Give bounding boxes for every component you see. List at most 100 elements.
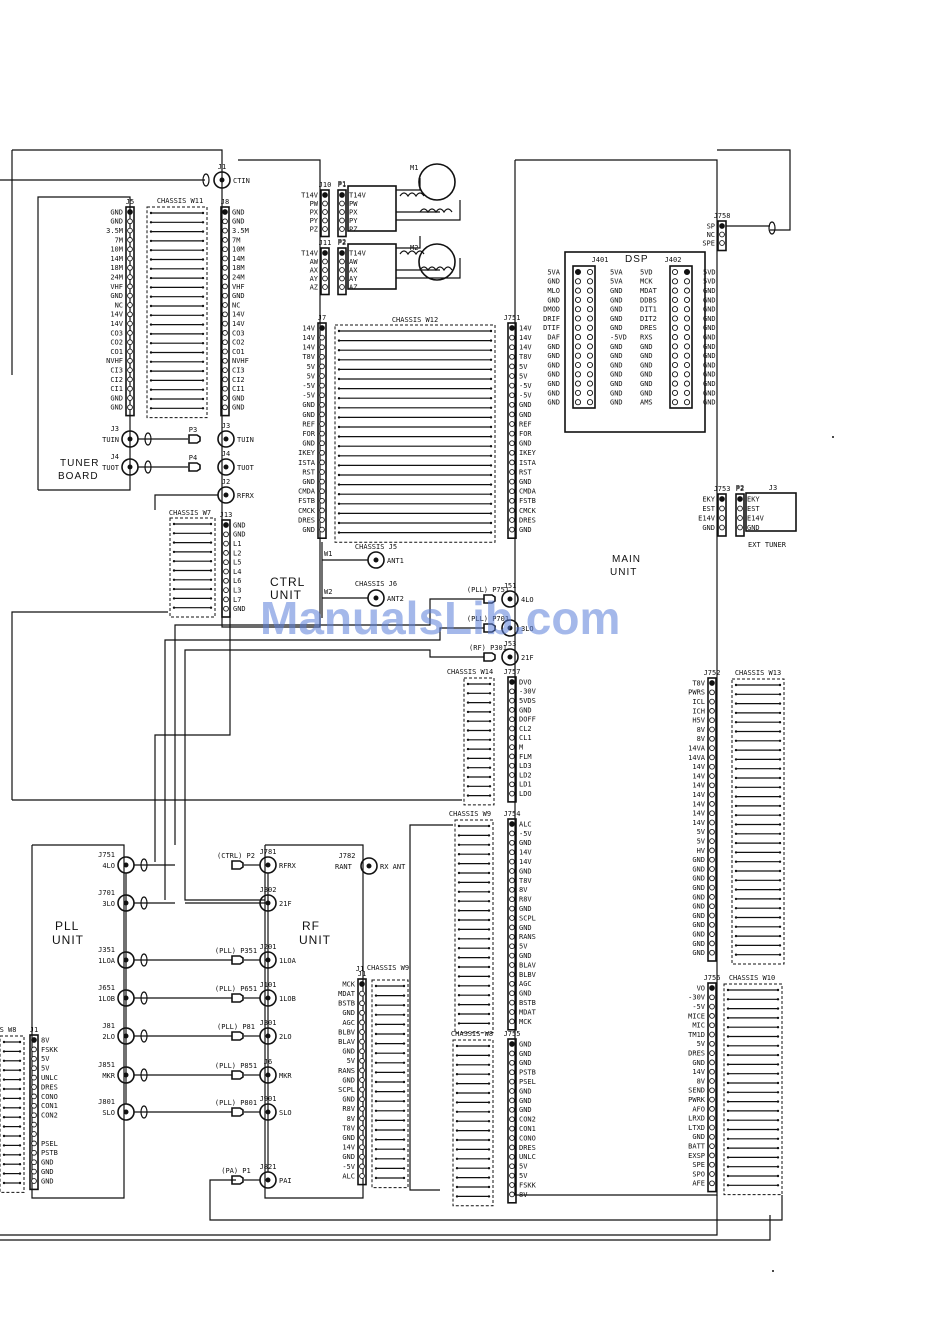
dsp-label: DSP — [625, 254, 649, 265]
pin-label: AY — [310, 275, 319, 283]
wire-end — [489, 368, 493, 371]
jack-signal: 2LO — [102, 1033, 115, 1041]
connector-pin — [222, 395, 228, 401]
wire-end — [18, 1078, 22, 1081]
wire-end — [402, 1042, 406, 1045]
pin-label: GND — [519, 401, 532, 409]
jack-signal: 3LO — [102, 900, 115, 908]
wire-end — [2, 1172, 6, 1175]
connector-housing — [507, 322, 517, 539]
connector-pin — [709, 708, 715, 714]
connector-pin — [671, 324, 679, 331]
pin-label: GND — [703, 371, 716, 379]
connector-pin — [574, 399, 582, 406]
pin-label: GND — [232, 292, 245, 300]
connector-pin — [509, 962, 515, 968]
pin-label: GND — [519, 1059, 532, 1067]
jack-ref: J751 — [98, 851, 115, 859]
pin-label: SPE — [702, 239, 715, 247]
wire-end — [149, 360, 153, 363]
main-top-wire — [717, 149, 791, 231]
wire-end — [778, 934, 782, 938]
wire-end — [489, 473, 493, 477]
wire-end — [734, 702, 738, 705]
pin-label: 8V — [697, 726, 706, 734]
connector-ref: P2 — [736, 485, 744, 493]
wire-end — [487, 918, 491, 922]
connector-pin — [222, 246, 228, 253]
connector-pin — [509, 392, 515, 399]
pin-label: L4 — [233, 568, 241, 576]
connector-pin — [509, 1041, 515, 1047]
tuner-board-frame — [37, 196, 131, 491]
wire-end — [457, 1012, 461, 1016]
rf-label: RF — [302, 919, 320, 933]
connector-pin — [683, 399, 691, 406]
connector-j7: 14V14V14VT8V5V5V-5V-5VGNDGNDREFFORGNDIKE… — [298, 314, 327, 539]
main-label: MAIN — [612, 554, 641, 565]
pin-label: PSTB — [41, 1149, 58, 1157]
wire-end — [466, 710, 470, 714]
connector-pin — [359, 1038, 365, 1045]
pin-label: GND — [692, 893, 705, 901]
connector-pin — [709, 921, 715, 928]
pin-label: MCK — [519, 1018, 532, 1026]
connector-ref: J7 — [318, 314, 326, 322]
connector-pin — [683, 361, 691, 369]
connector-pin — [127, 311, 133, 318]
pin-label: -5V — [302, 382, 315, 390]
pin-label: T14V — [349, 191, 367, 199]
connector-pin — [222, 339, 228, 346]
pin-label: CMCK — [519, 507, 537, 515]
pin-label: CMDA — [298, 488, 316, 496]
wire-end — [201, 369, 205, 373]
connector-pin — [574, 361, 582, 369]
connector-pin — [322, 267, 328, 273]
connector-j8_ctrl: GNDGND3.5M7M10M14M18M24MVHFGNDNC14V14VCO… — [220, 198, 249, 417]
connector-housing — [337, 189, 347, 238]
pin-label: 14V — [302, 334, 315, 342]
connector-pin — [222, 348, 228, 355]
wire-end — [487, 984, 491, 987]
pin-label: ALC — [519, 820, 532, 828]
connector-pin — [509, 488, 515, 495]
chassis-label: CHASSIS W13 — [735, 669, 781, 677]
connector-ref: J8 — [221, 198, 229, 206]
wire-end — [487, 1091, 491, 1095]
wire-end — [337, 368, 341, 371]
pin-label: CO3 — [110, 329, 123, 337]
wire-end — [2, 1116, 6, 1119]
wire-end — [778, 748, 782, 752]
connector-pin — [339, 275, 345, 282]
connector-pin — [127, 246, 133, 253]
pin-label: CI3 — [110, 367, 123, 375]
connector-pin — [339, 258, 345, 265]
wire-end — [2, 1134, 6, 1138]
wire-end — [726, 1109, 730, 1113]
wire-end — [489, 416, 493, 419]
wire-end — [726, 1174, 730, 1178]
connector-pin — [586, 278, 594, 285]
pin-label: PZ — [349, 225, 357, 233]
pin-label: LD1 — [519, 781, 532, 789]
connector-pin — [509, 772, 515, 778]
pin-label: 5V — [519, 363, 528, 371]
pin-label: EKY — [702, 495, 715, 503]
pin-label: 14V — [232, 311, 245, 319]
wire-end — [487, 853, 491, 856]
connector-pin — [586, 389, 594, 396]
pin-label: VHF — [232, 283, 245, 291]
plug-label: P4 — [189, 454, 197, 462]
connector-pin — [319, 401, 325, 408]
wire-end — [457, 965, 461, 969]
connector-pin — [709, 735, 715, 742]
pin-label: GND — [610, 389, 623, 397]
wire-end — [402, 1148, 406, 1151]
connector-pin — [709, 856, 715, 863]
pin-label: L1 — [233, 540, 241, 548]
coax-loop — [768, 221, 776, 235]
j53-route — [184, 649, 484, 901]
chassis-bundle — [731, 678, 785, 965]
coax-center — [265, 1177, 271, 1183]
